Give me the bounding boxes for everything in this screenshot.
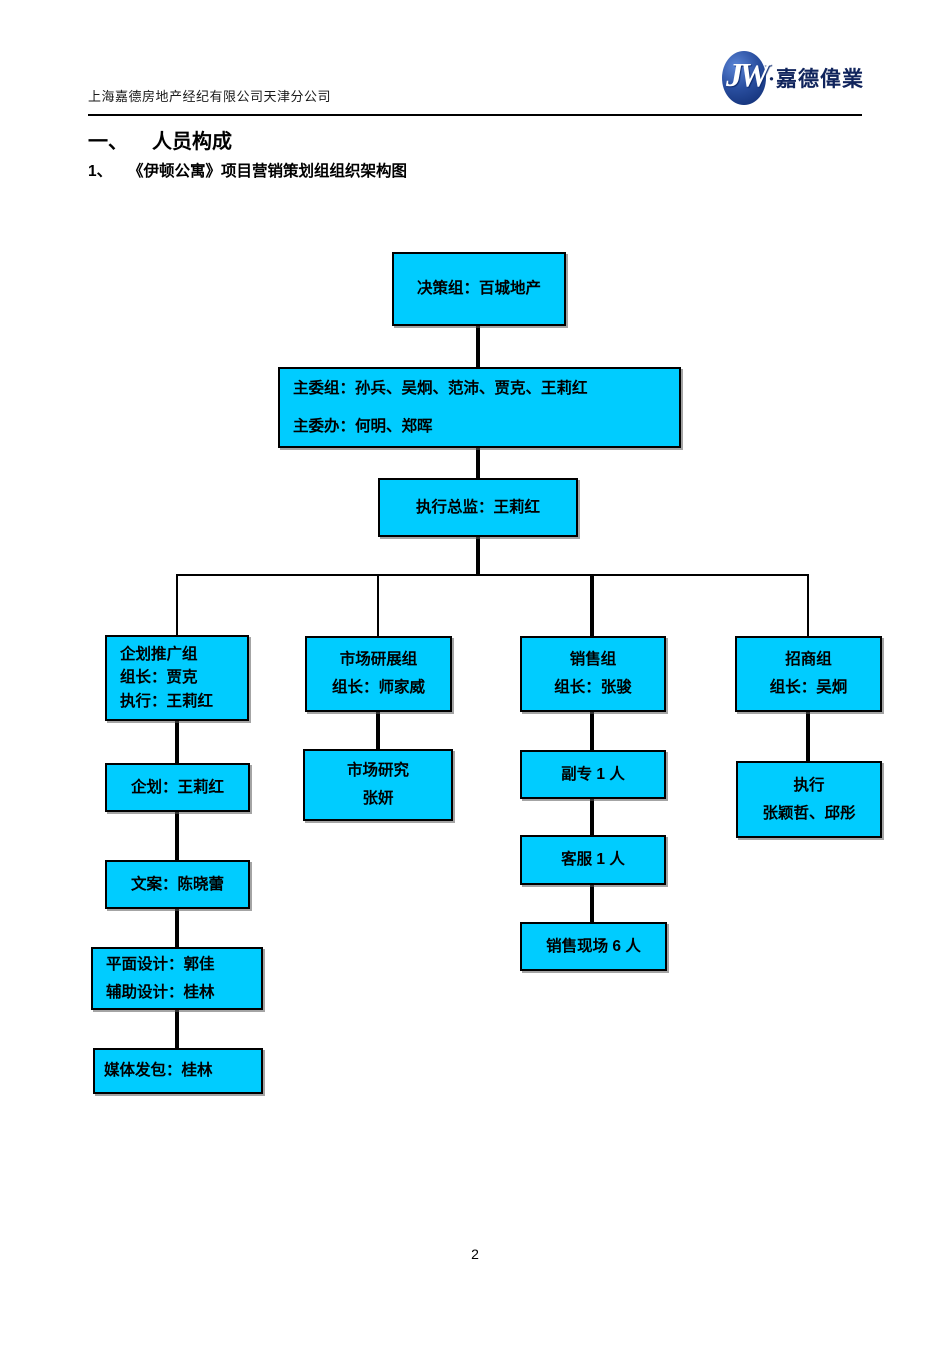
node-text: 组长：吴炯 xyxy=(769,679,848,696)
connector-market-1 xyxy=(376,711,380,749)
node-text: 文案：陈晓蕾 xyxy=(130,875,224,893)
node-text: 组长：师家威 xyxy=(331,679,425,696)
section-text: 人员构成 xyxy=(152,131,232,153)
connector-drop-sales xyxy=(590,574,594,636)
connector-drop-market xyxy=(377,574,379,636)
node-text: 主委组：孙兵、吴炯、范沛、贾克、王莉红 xyxy=(293,380,588,398)
org-node-customer-service: 客服 1 人 xyxy=(520,835,666,885)
subsection-number: 1、 xyxy=(88,163,113,180)
node-text: 主委办：何明、郑晖 xyxy=(293,417,433,435)
subsection-text: 《伊顿公寓》项目营销策划组组织架构图 xyxy=(128,163,408,180)
org-node-branch-planning: 企划推广组 组长：贾克 执行：王莉红 xyxy=(105,635,249,721)
org-node-executive-director: 执行总监：王莉红 xyxy=(378,478,578,537)
org-node-branch-sales: 销售组 组长：张骏 xyxy=(520,636,666,712)
org-node-market-research: 市场研究 张妍 xyxy=(303,749,453,821)
connector-drop-planning xyxy=(176,574,178,636)
node-text: 销售组 xyxy=(569,651,617,669)
org-node-design-members: 平面设计：郭佳 辅助设计：桂林 xyxy=(91,947,263,1010)
org-node-committee-group: 主委组：孙兵、吴炯、范沛、贾克、王莉红 主委办：何明、郑晖 xyxy=(278,367,681,448)
node-text: 客服 1 人 xyxy=(561,851,625,869)
connector-sales-1 xyxy=(590,711,594,750)
connector-distribution-rail xyxy=(176,574,809,576)
connector-committee-director xyxy=(476,447,480,479)
connector-investment-1 xyxy=(806,711,810,761)
subsection-title: 1、《伊顿公寓》项目营销策划组组织架构图 xyxy=(88,159,407,181)
node-text: 决策组：百城地产 xyxy=(416,280,541,298)
page-number: 2 xyxy=(471,1246,479,1262)
connector-planning-3 xyxy=(175,909,179,948)
connector-drop-investment xyxy=(807,574,809,636)
header-company-name: 上海嘉德房地产经纪有限公司天津分公司 xyxy=(88,89,332,104)
org-node-planning-member: 企划：王莉红 xyxy=(105,763,250,812)
connector-sales-2 xyxy=(590,799,594,835)
node-text: 组长：贾克 xyxy=(120,669,198,687)
connector-director-distribution xyxy=(476,536,480,576)
node-text: 企划：王莉红 xyxy=(130,778,224,796)
node-text: 招商组 xyxy=(785,651,832,669)
node-text: 张颖哲、邱彤 xyxy=(762,804,856,822)
node-text: 企划推广组 xyxy=(120,646,198,664)
org-node-sales-site: 销售现场 6 人 xyxy=(520,922,667,971)
node-text: 销售现场 6 人 xyxy=(546,937,641,955)
node-text: 平面设计：郭佳 xyxy=(106,955,215,973)
org-node-branch-market: 市场研展组 组长：师家威 xyxy=(305,636,452,712)
org-node-branch-investment: 招商组 组长：吴炯 xyxy=(735,636,882,712)
org-node-deputy-specialist: 副专 1 人 xyxy=(520,750,666,799)
logo-globe-icon: JW xyxy=(721,51,769,105)
org-node-copywriting-member: 文案：陈晓蕾 xyxy=(105,860,250,909)
node-text: 市场研究 xyxy=(346,762,409,780)
section-number: 一、 xyxy=(88,131,128,153)
node-text: 张妍 xyxy=(362,790,394,807)
connector-planning-2 xyxy=(175,811,179,861)
node-text: 市场研展组 xyxy=(339,651,418,669)
node-text: 组长：张骏 xyxy=(554,679,632,696)
node-text: 媒体发包：桂林 xyxy=(104,1062,213,1080)
node-text: 执行：王莉红 xyxy=(120,692,214,710)
node-text: 辅助设计：桂林 xyxy=(106,983,215,1001)
section-title: 一、 人员构成 xyxy=(88,125,232,154)
node-text: 执行 xyxy=(793,776,825,794)
logo-monogram: JW xyxy=(725,57,769,94)
connector-planning-4 xyxy=(175,1009,179,1049)
company-logo: JW ·嘉德偉業 xyxy=(721,48,864,108)
connector-planning-1 xyxy=(175,720,179,763)
connector-decision-committee xyxy=(476,326,480,368)
org-node-decision-group: 决策组：百城地产 xyxy=(392,252,566,326)
header-divider xyxy=(88,114,862,116)
org-node-investment-exec: 执行 张颖哲、邱彤 xyxy=(736,761,882,838)
node-text: 副专 1 人 xyxy=(561,765,625,783)
org-node-media-member: 媒体发包：桂林 xyxy=(93,1048,263,1094)
connector-sales-3 xyxy=(590,885,594,922)
logo-brand-text: ·嘉德偉業 xyxy=(767,67,864,91)
node-text: 执行总监：王莉红 xyxy=(415,498,540,516)
